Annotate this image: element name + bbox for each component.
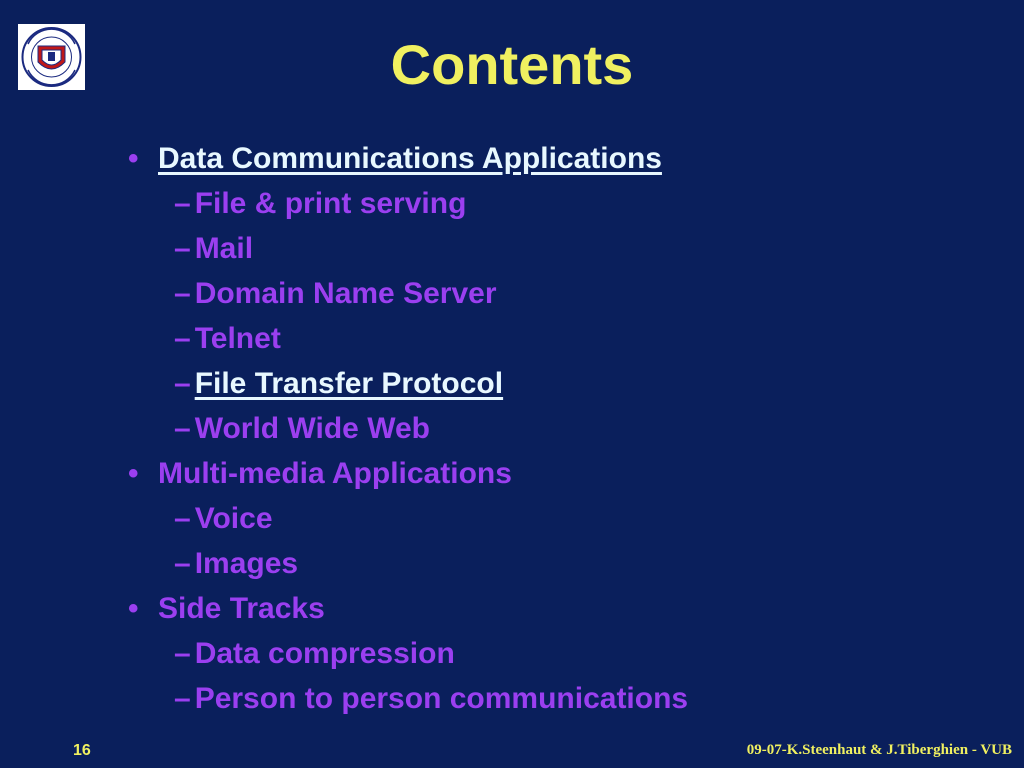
dash-marker: – bbox=[174, 547, 191, 580]
dash-marker: – bbox=[174, 682, 191, 715]
hyperlink-text[interactable]: Data Communications Applications bbox=[158, 142, 662, 175]
bullet-item[interactable]: • Data Communications Applications bbox=[128, 136, 1008, 181]
sub-bullet-item: –File & print serving bbox=[128, 181, 1008, 226]
sub-bullet-item: –World Wide Web bbox=[128, 406, 1008, 451]
sub-bullet-item: –Domain Name Server bbox=[128, 271, 1008, 316]
bullet-marker: • bbox=[128, 457, 139, 490]
dash-marker: – bbox=[174, 367, 191, 400]
sub-bullet-item: –Telnet bbox=[128, 316, 1008, 361]
sub-bullet-item: –Mail bbox=[128, 226, 1008, 271]
page-number: 16 bbox=[73, 742, 91, 759]
item-text: World Wide Web bbox=[194, 412, 430, 445]
item-text: Data compression bbox=[194, 637, 455, 670]
dash-marker: – bbox=[174, 187, 191, 220]
bullet-item: • Multi-media Applications bbox=[128, 451, 1008, 496]
dash-marker: – bbox=[174, 412, 191, 445]
dash-marker: – bbox=[174, 502, 191, 535]
bullet-item: • Side Tracks bbox=[128, 586, 1008, 631]
bullet-marker: • bbox=[128, 592, 139, 625]
item-text: File & print serving bbox=[194, 187, 467, 220]
item-text: Voice bbox=[194, 502, 273, 535]
university-seal-logo bbox=[18, 24, 85, 90]
item-text: Multi-media Applications bbox=[158, 457, 512, 490]
footer-credit: 09-07-K.Steenhaut & J.Tiberghien - VUB bbox=[746, 742, 1012, 758]
sub-bullet-item: –Data compression bbox=[128, 631, 1008, 676]
bullet-list: •Data Communications Applications–File &… bbox=[128, 136, 1008, 721]
dash-marker: – bbox=[174, 322, 191, 355]
sub-bullet-item[interactable]: –File Transfer Protocol bbox=[128, 361, 1008, 406]
bullet-marker: • bbox=[128, 142, 139, 175]
dash-marker: – bbox=[174, 637, 191, 670]
sub-bullet-item: –Voice bbox=[128, 496, 1008, 541]
hyperlink-text[interactable]: File Transfer Protocol bbox=[194, 367, 504, 400]
item-text: Side Tracks bbox=[158, 592, 325, 625]
item-text: Person to person communications bbox=[194, 682, 689, 715]
item-text: Images bbox=[194, 547, 299, 580]
sub-bullet-item: –Images bbox=[128, 541, 1008, 586]
sub-bullet-item: –Person to person communications bbox=[128, 676, 1008, 721]
item-text: Telnet bbox=[194, 322, 281, 355]
dash-marker: – bbox=[174, 277, 191, 310]
item-text: Mail bbox=[194, 232, 254, 265]
dash-marker: – bbox=[174, 232, 191, 265]
slide-title: Contents bbox=[390, 33, 634, 96]
item-text: Domain Name Server bbox=[194, 277, 497, 310]
